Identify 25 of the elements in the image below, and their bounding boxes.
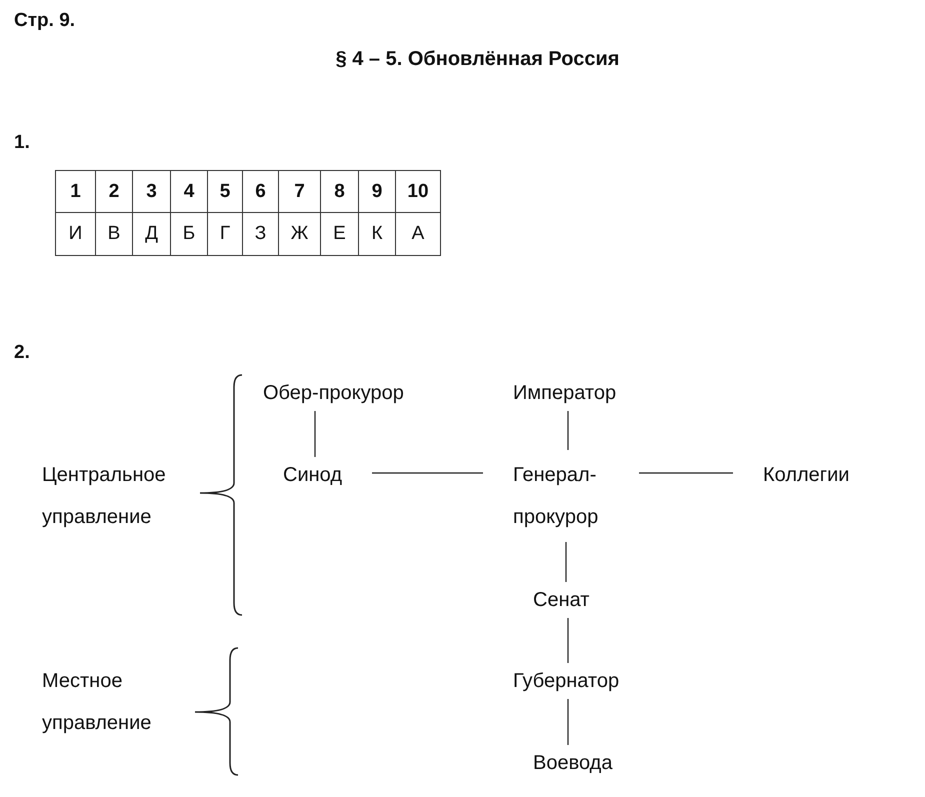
node-label: Синод [283,461,358,489]
title: § 4 – 5. Обновлённая Россия [334,48,620,71]
node-label: Воевода [533,749,633,777]
task-number: 1. [14,132,30,154]
table-cell: А [395,212,441,256]
page-number: Стр. 9. [14,10,76,32]
node-label: Коллегии [763,461,873,489]
connector-line [567,699,569,745]
node-label: Центральное управление [42,454,197,538]
table-cell: И [55,212,96,256]
node-label: Обер-прокурор [263,379,435,407]
task-number: 2. [14,342,30,364]
connector-line [567,618,569,663]
connector-line [314,411,316,457]
connector-line [372,472,483,474]
connector-line [567,411,569,450]
connector-line [565,542,567,582]
node-label: Местное управление [42,660,182,744]
connector-line [639,472,733,474]
table-cell: 10 [395,170,441,213]
node-label: Генерал-прокурор [513,454,625,538]
node-label: Император [513,379,643,407]
node-label: Сенат [533,586,605,614]
node-label: Губернатор [513,667,648,695]
table-cell: 1 [55,170,96,213]
